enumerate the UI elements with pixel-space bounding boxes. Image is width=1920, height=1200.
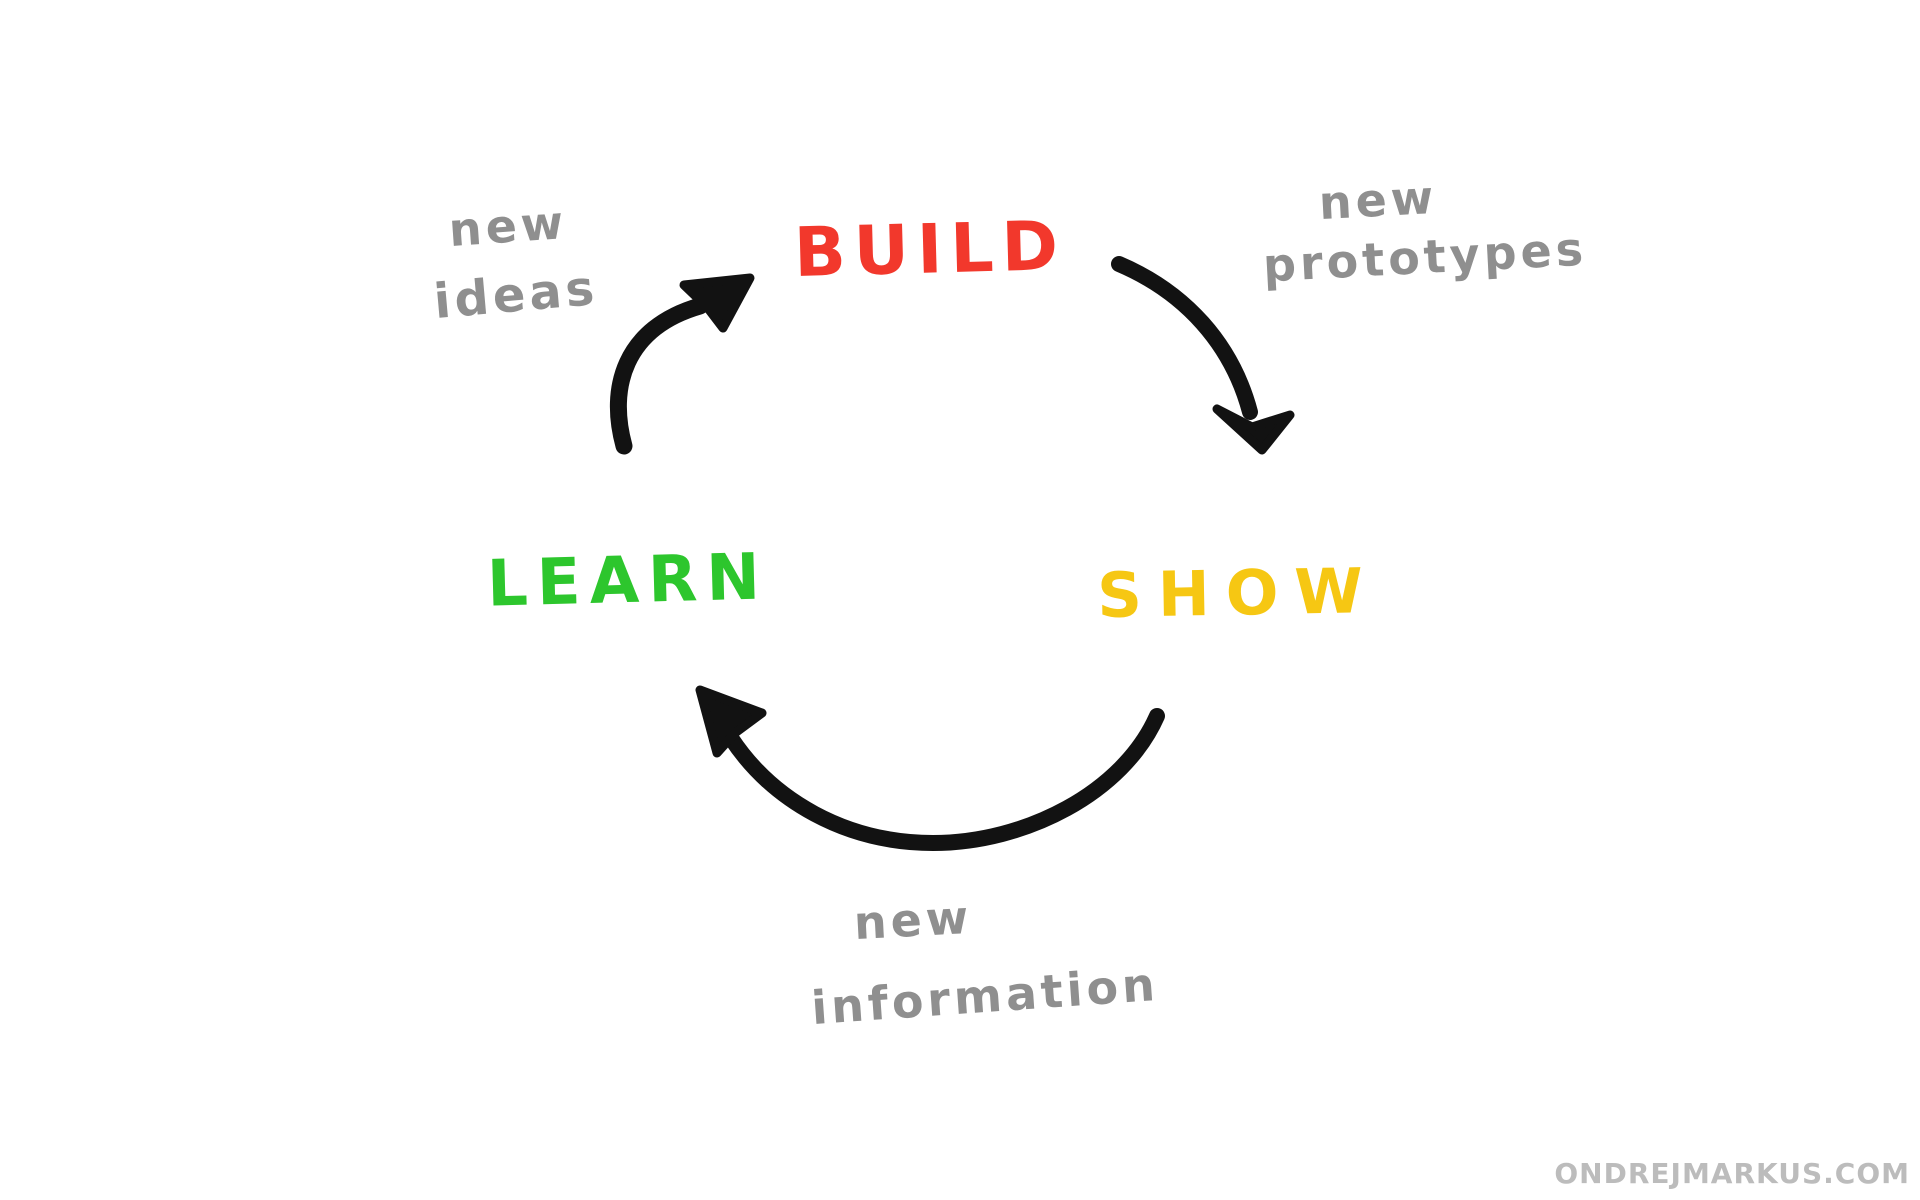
node-show: SHOW — [1096, 554, 1380, 632]
arrow-show-to-learn — [695, 685, 1165, 852]
node-learn: LEARN — [486, 540, 770, 622]
node-build: BUILD — [792, 206, 1068, 294]
arrow-build-to-show — [1111, 256, 1295, 455]
arrow-learn-to-build — [609, 273, 755, 455]
edge-label-new-ideas-line1: new — [447, 194, 569, 258]
edge-label-new-information-line1: new — [852, 889, 974, 951]
watermark: ONDREJMARKUS.COM — [1554, 1157, 1910, 1190]
edge-label-new-prototypes-line1: new — [1317, 169, 1439, 231]
